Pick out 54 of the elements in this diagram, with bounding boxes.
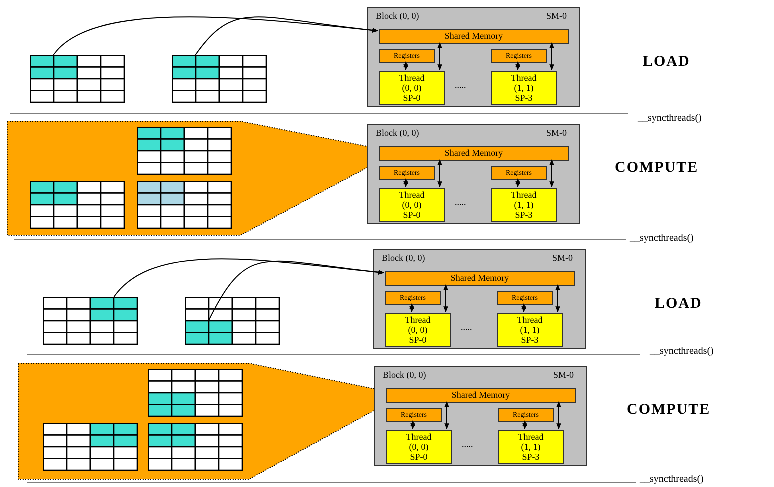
block-panel [374, 366, 587, 466]
arrow [444, 401, 450, 430]
arrow [438, 42, 442, 71]
arrow [195, 16, 379, 56]
thread-box: Thread (1, 1) SP-3 [491, 188, 557, 222]
sm-label: SM-0 [553, 370, 574, 380]
shared-memory-bar: Shared Memory [379, 29, 569, 44]
thread-box: Thread (0, 0) SP-0 [379, 188, 445, 222]
arrow [550, 159, 554, 188]
phase-label: COMPUTE [627, 402, 711, 419]
arrow [522, 303, 526, 313]
arrow [404, 178, 408, 188]
arrow [410, 420, 416, 430]
block-title: Block (0, 0) [383, 370, 426, 380]
sync-label: __syncthreads() [650, 346, 714, 357]
thread-box: Thread (1, 1) SP-3 [498, 430, 564, 464]
arrow [556, 401, 562, 430]
arrow [556, 284, 560, 313]
thread-box: Thread (0, 0) SP-0 [379, 71, 445, 105]
thread-box: Thread (1, 1) SP-3 [491, 71, 557, 105]
ellipsis: ..... [462, 439, 474, 449]
thread-box: Thread (1, 1) SP-3 [497, 313, 563, 347]
arrow [410, 303, 414, 313]
block-panel [367, 124, 580, 224]
arrow [438, 159, 442, 188]
thread-box: Thread (0, 0) SP-0 [386, 430, 452, 464]
arrow [404, 61, 408, 71]
block-title: Block (0, 0) [376, 128, 420, 138]
sm-label: SM-0 [552, 253, 573, 263]
block-title: Block (0, 0) [376, 11, 420, 21]
ellipsis: ..... [455, 197, 466, 207]
ellipsis: ..... [461, 322, 472, 332]
arrow [522, 420, 528, 430]
ellipsis: ..... [455, 80, 466, 90]
block-panel [367, 7, 580, 107]
arrow [208, 260, 385, 322]
thread-box: Thread (0, 0) SP-0 [385, 313, 451, 347]
shared-memory-bar: Shared Memory [386, 388, 576, 403]
sync-label: __syncthreads() [630, 233, 694, 244]
arrow [516, 178, 520, 188]
shared-memory-bar: Shared Memory [385, 271, 575, 286]
sm-label: SM-0 [546, 128, 567, 138]
arrow [516, 61, 520, 71]
block-panel [373, 249, 586, 349]
arrow [550, 42, 554, 71]
shared-memory-bar: Shared Memory [379, 146, 569, 161]
sm-label: SM-0 [546, 11, 567, 21]
block-title: Block (0, 0) [382, 253, 426, 263]
sync-label: __syncthreads() [640, 474, 704, 485]
arrow [444, 284, 448, 313]
sync-label: __syncthreads() [638, 113, 702, 124]
phase-label: COMPUTE [615, 160, 699, 177]
phase-label: LOAD [655, 296, 702, 313]
phase-label: LOAD [643, 54, 690, 71]
